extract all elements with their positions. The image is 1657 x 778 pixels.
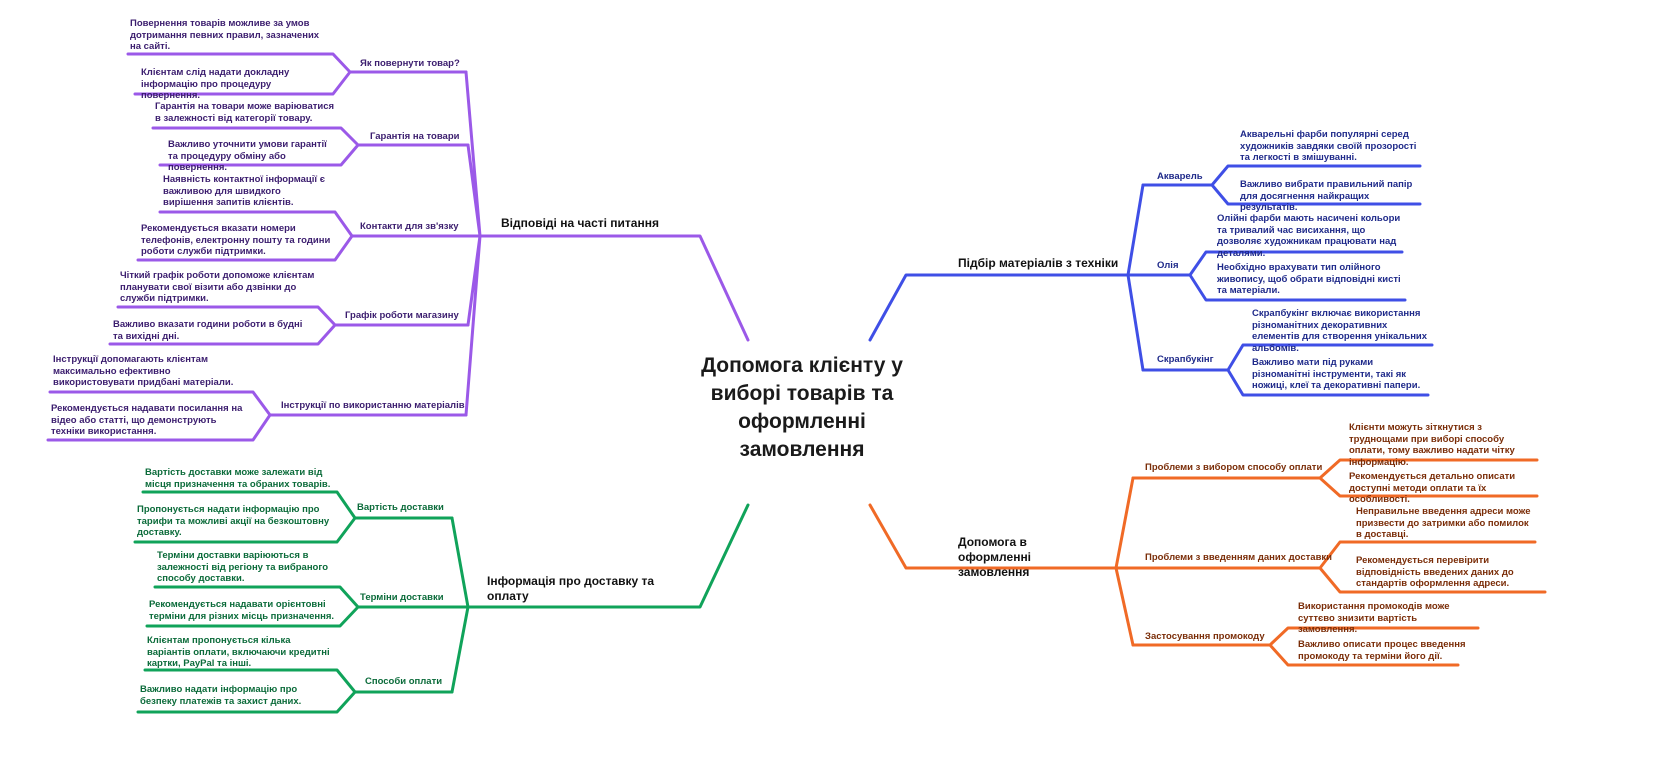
leaf-watercolor-2: Важливо вибрати правильний папір для дос… <box>1240 179 1413 213</box>
materials-connectors <box>868 164 1434 397</box>
faq-connectors <box>46 52 750 442</box>
leaf-paymethod-2: Рекомендується детально описати доступні… <box>1349 471 1516 505</box>
subtopic-cost: Вартість доставки <box>357 502 444 513</box>
subtopic-instructions: Інструкції по використанню матеріалів <box>281 400 465 411</box>
branch-title-faq: Відповіді на часті питання <box>501 216 659 230</box>
leaf-schedule-1: Чіткий графік роботи допоможе клієнтам п… <box>120 270 315 304</box>
leaf-schedule-2: Важливо вказати години роботи в будні та… <box>113 319 303 342</box>
subtopic-address: Проблеми з введенням даних доставки <box>1145 552 1333 563</box>
leaf-warranty-2: Важливо уточнити умови гарантії та проце… <box>168 139 327 173</box>
leaf-promo-1: Використання промокодів може суттєво зни… <box>1298 601 1450 635</box>
leaf-instructions-2: Рекомендується надавати посилання на від… <box>51 403 243 437</box>
subtopic-watercolor: Акварель <box>1157 171 1203 182</box>
central-topic: Допомога клієнту у виборі товарів та офо… <box>701 354 903 461</box>
leaf-oil-1: Олійні фарби мають насичені кольори та т… <box>1217 213 1401 259</box>
leaf-cost-2: Пропонується надати інформацію про тариф… <box>137 504 330 538</box>
branch-title-materials: Підбір матеріалів з техніки <box>958 256 1119 270</box>
leaf-warranty-1: Гарантія на товари може варіюватися в за… <box>155 101 335 124</box>
leaf-contacts-1: Наявність контактної інформації є важлив… <box>163 174 325 208</box>
leaf-payment-1: Клієнтам пропонується кілька варіантів о… <box>147 635 330 669</box>
ordering-connectors <box>868 458 1547 667</box>
subtopic-terms: Терміни доставки <box>360 592 444 603</box>
leaf-cost-1: Вартість доставки може залежати від місц… <box>145 467 331 490</box>
subtopic-warranty: Гарантія на товари <box>370 131 460 142</box>
leaf-scrapbooking-1: Скрапбукінг включає використання різнома… <box>1252 308 1428 354</box>
branch-title-delivery: Інформація про доставку та оплату <box>487 574 655 603</box>
leaf-address-1: Неправильне введення адреси може призвес… <box>1356 506 1531 540</box>
subtopic-oil: Олія <box>1157 260 1179 271</box>
branch-title-ordering: Допомога в оформленні замовлення <box>958 535 1032 579</box>
leaf-contacts-2: Рекомендується вказати номери телефонів,… <box>141 223 331 257</box>
delivery-connectors <box>133 490 750 714</box>
subtopic-paymethod: Проблеми з вибором способу оплати <box>1145 462 1323 473</box>
subtopic-return: Як повернути товар? <box>360 58 460 69</box>
leaf-promo-2: Важливо описати процес введення промокод… <box>1298 639 1466 662</box>
leaf-payment-2: Важливо надати інформацію про безпеку пл… <box>140 684 302 707</box>
leaf-oil-2: Необхідно врахувати тип олійного живопис… <box>1217 262 1401 296</box>
subtopic-scrapbooking: Скрапбукінг <box>1157 354 1214 365</box>
subtopic-contacts: Контакти для зв'язку <box>360 221 459 232</box>
subtopic-schedule: Графік роботи магазину <box>345 310 459 321</box>
leaf-instructions-1: Інструкції допомагають клієнтам максимал… <box>53 354 234 388</box>
leaf-return-1: Повернення товарів можливе за умов дотри… <box>130 18 320 52</box>
leaf-terms-1: Терміни доставки варіюються в залежності… <box>157 550 328 584</box>
leaf-terms-2: Рекомендується надавати орієнтовні термі… <box>149 599 335 622</box>
subtopic-promo: Застосування промокоду <box>1145 631 1265 642</box>
leaf-watercolor-1: Акварельні фарби популярні серед художни… <box>1240 129 1417 163</box>
leaf-scrapbooking-2: Важливо мати під руками різноманітні інс… <box>1252 357 1421 391</box>
leaf-return-2: Клієнтам слід надати докладну інформацію… <box>141 67 290 101</box>
leaf-address-2: Рекомендується перевірити відповідність … <box>1356 555 1514 589</box>
leaf-paymethod-1: Клієнти можуть зіткнутися з труднощами п… <box>1349 422 1515 468</box>
subtopic-payment: Способи оплати <box>365 676 443 687</box>
